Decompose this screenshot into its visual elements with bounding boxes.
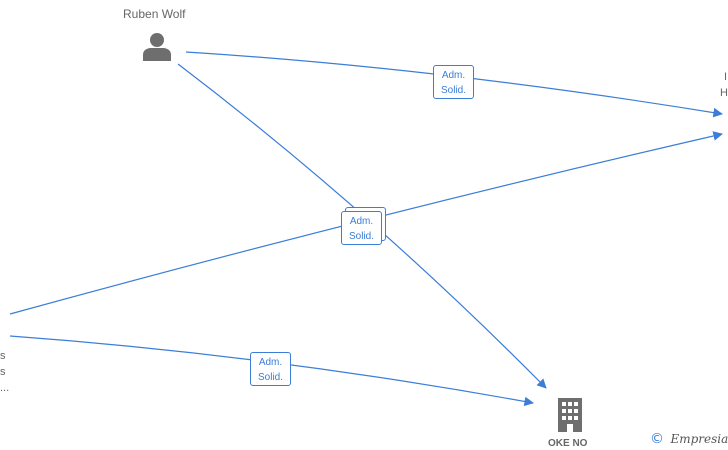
role-badge-line-2: Solid. xyxy=(440,85,466,96)
right-entity-label-line-1: I xyxy=(724,71,728,83)
role-badge[interactable]: Adm. Solid. xyxy=(250,352,291,386)
company-name[interactable]: OKE NO xyxy=(548,438,588,449)
left-entity-label-line-2: s xyxy=(0,366,6,378)
brand-logo: Empresia xyxy=(670,431,728,446)
role-badge[interactable]: Adm. Solid. xyxy=(433,65,474,99)
role-badge-line-1: Adm. xyxy=(349,216,374,227)
person-name[interactable]: Ruben Wolf xyxy=(123,7,186,21)
left-entity-label-line-1: s xyxy=(0,350,6,362)
role-badge-line-1: Adm. xyxy=(441,70,466,81)
copyright-icon: © xyxy=(650,430,664,447)
role-badge-line-2: Solid. xyxy=(348,231,374,242)
person-icon[interactable] xyxy=(142,31,172,61)
right-entity-label-line-2: H xyxy=(720,87,728,99)
building-icon[interactable] xyxy=(556,398,584,432)
role-badge-line-2: Solid. xyxy=(257,372,283,383)
left-entity-label-line-3: ... xyxy=(0,382,10,394)
role-badge-line-1: Adm. xyxy=(258,357,283,368)
role-badge[interactable]: Adm. Solid. xyxy=(341,211,382,245)
watermark: © Empresia xyxy=(650,430,728,448)
